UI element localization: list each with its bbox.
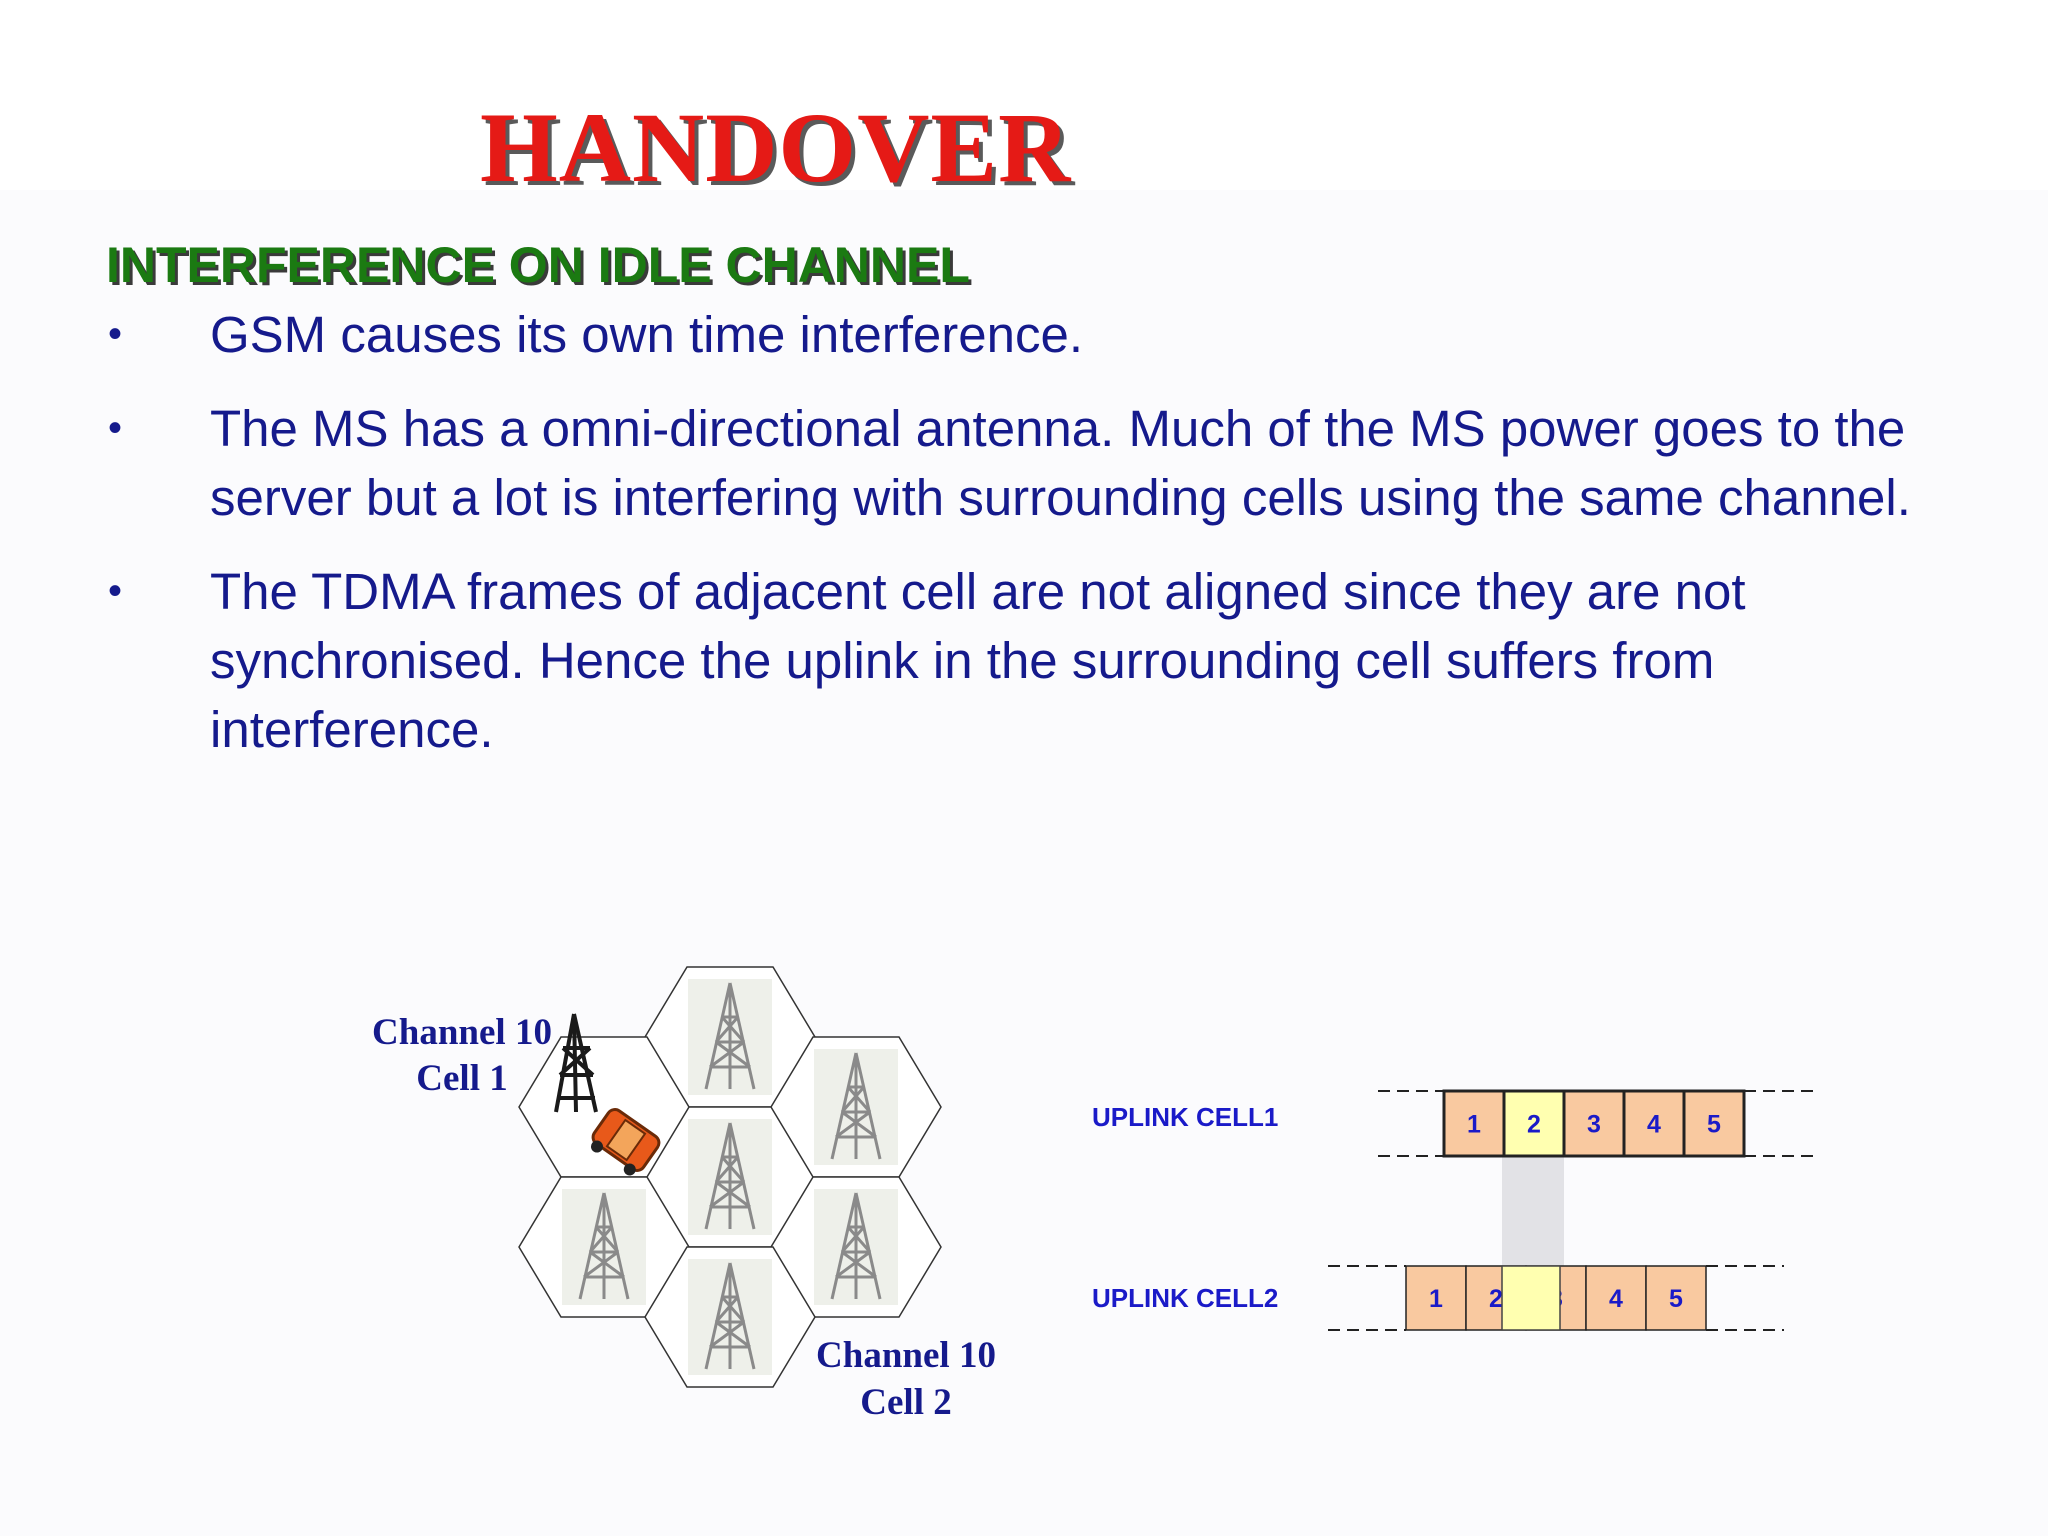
tower-icon (554, 1013, 598, 1113)
timeslot-number: 4 (1609, 1285, 1623, 1313)
timeslot-number: 1 (1429, 1285, 1443, 1313)
uplink-cell1-slots: 1 2 3 4 5 (1442, 1089, 1746, 1158)
timeslot-box (1442, 1089, 1506, 1158)
tower-icon (686, 1117, 774, 1237)
timeslot-box (1405, 1265, 1467, 1331)
tower-icon (686, 1257, 774, 1377)
bullet-text: The TDMA frames of adjacent cell are not… (210, 563, 1746, 758)
section-heading: INTERFERENCE ON IDLE CHANNEL (106, 237, 970, 293)
tower-icon (560, 1187, 648, 1307)
interference-overlap (1502, 1156, 1564, 1266)
timeslot-number: 5 (1669, 1285, 1683, 1313)
timeslot-box (1622, 1089, 1686, 1158)
bullet-item: • The TDMA frames of adjacent cell are n… (100, 557, 2000, 764)
timeslot-number: 1 (1467, 1111, 1481, 1139)
timeslot-number: 2 (1489, 1285, 1503, 1313)
bullet-marker: • (108, 406, 123, 450)
cell1-channel-label: Channel 10 (372, 1012, 552, 1053)
slide-title: HANDOVER (480, 92, 1072, 203)
tower-icon (686, 977, 774, 1097)
bullet-marker: • (108, 569, 123, 613)
uplink-cell2-label: UPLINK CELL2 (1092, 1283, 1278, 1313)
bullet-item: • The MS has a omni-directional antenna.… (100, 394, 2000, 532)
timeslot-box (1682, 1089, 1746, 1158)
interfered-slot-overlay (1501, 1265, 1561, 1331)
uplink-cell2-frame (1328, 1265, 1784, 1331)
timeslot-number: 3 (1587, 1111, 1601, 1139)
car-icon (590, 1108, 661, 1176)
bullet-marker: • (108, 312, 123, 356)
bullet-item: • GSM causes its own time interference. (100, 300, 2000, 369)
tower-icon (812, 1187, 900, 1307)
bullet-text: The MS has a omni-directional antenna. M… (210, 400, 1911, 526)
timeslot-number: 4 (1647, 1111, 1661, 1139)
tower-icon (812, 1047, 900, 1167)
timeslot-box (1645, 1265, 1707, 1331)
cell2-name-label: Cell 2 (860, 1382, 951, 1423)
uplink-cell1-label: UPLINK CELL1 (1092, 1102, 1278, 1132)
cell1-name-label: Cell 1 (416, 1058, 507, 1099)
timeslot-number: 2 (1527, 1111, 1541, 1139)
cell2-channel-label: Channel 10 (816, 1335, 996, 1376)
bullet-text: GSM causes its own time interference. (210, 306, 1084, 363)
uplink-cell1-frame (1378, 1090, 1816, 1157)
bullet-list: • GSM causes its own time interference. … (100, 300, 2000, 789)
timeslot-box (1585, 1265, 1647, 1331)
timeslot-number: 5 (1707, 1111, 1721, 1139)
